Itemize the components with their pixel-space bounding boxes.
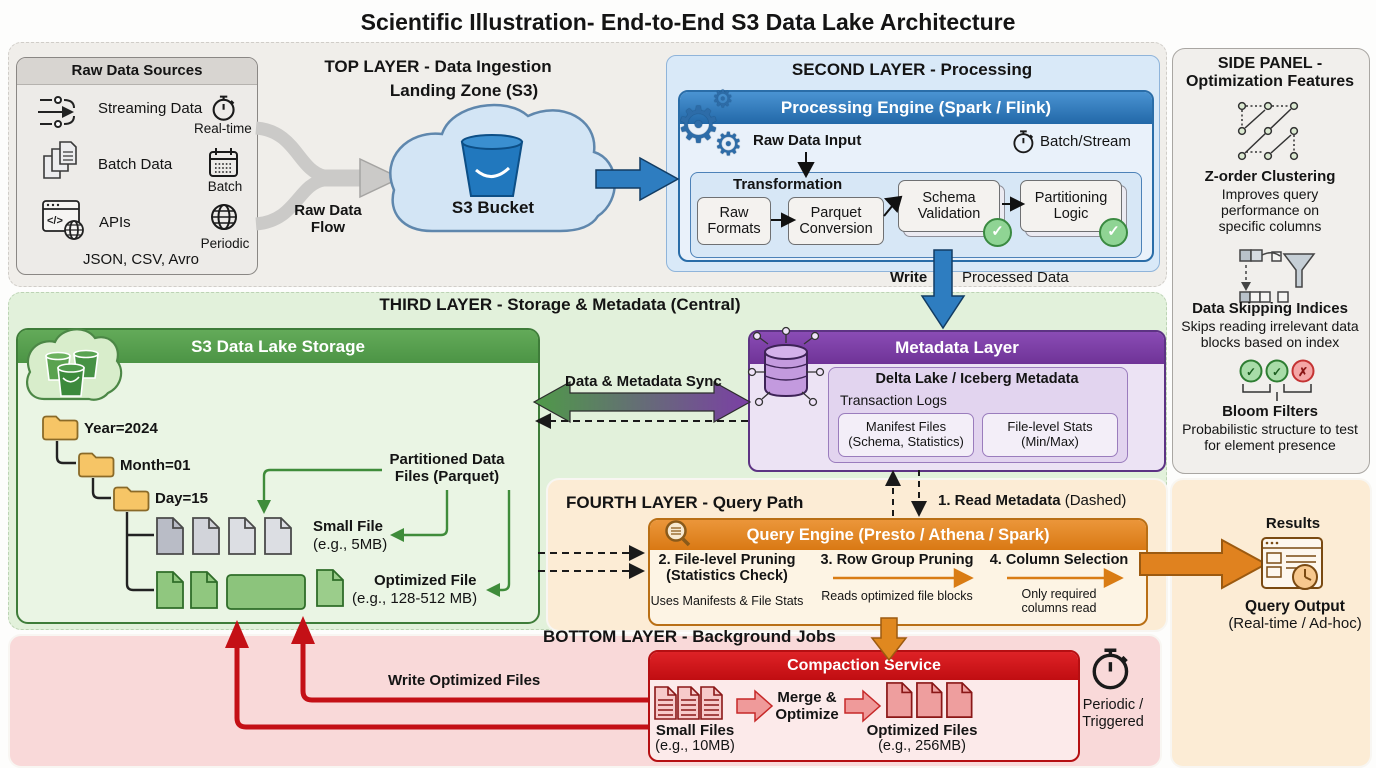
second-layer-heading: SECOND LAYER - Processing: [791, 60, 1033, 79]
results-label: Results: [1265, 515, 1321, 532]
qstep2-title: 3. Row Group Pruning: [820, 552, 974, 568]
zorder-name: Z-order Clustering: [1204, 168, 1336, 185]
streaming-data-label: Streaming Data: [98, 100, 203, 117]
side-panel-heading-2: Optimization Features: [1185, 73, 1355, 90]
third-layer-heading: THIRD LAYER - Storage & Metadata (Centra…: [379, 295, 741, 314]
gear-top-icon: ⚙: [712, 86, 734, 113]
partition-year-label: Year=2024: [84, 420, 158, 437]
compaction-optimized-size: (e.g., 256MB): [878, 738, 966, 754]
manifest-files-chip: Manifest Files (Schema, Statistics): [838, 413, 974, 457]
qstep1-subtitle: (Statistics Check): [666, 568, 788, 584]
compaction-optimized-label: Optimized Files: [866, 722, 978, 739]
bloom-desc: Probabilistic structure to test for elem…: [1182, 421, 1358, 454]
skip-name: Data Skipping Indices: [1192, 300, 1348, 317]
compaction-small-files-label: Small Files: [655, 722, 735, 739]
raw-formats-chip: Raw Formats: [697, 197, 771, 245]
zorder-desc: Improves query performance on specific c…: [1218, 186, 1322, 235]
realtime-label: Real-time: [194, 121, 252, 136]
qstep3-note: Only required columns read: [1021, 587, 1097, 616]
file-stats-chip: File-level Stats (Min/Max): [982, 413, 1118, 457]
query-output-note: (Real-time / Ad-hoc): [1228, 615, 1362, 632]
qstep2-note: Reads optimized file blocks: [821, 589, 973, 603]
metadata-layer-header: Metadata Layer: [750, 332, 1164, 364]
batch-label: Batch: [207, 179, 243, 194]
top-layer-heading-1: TOP LAYER - Data Ingestion: [324, 57, 552, 76]
bottom-layer-heading: BOTTOM LAYER - Background Jobs: [543, 627, 836, 646]
periodic-label: Periodic: [200, 236, 250, 251]
page-title: Scientific Illustration- End-to-End S3 D…: [360, 9, 1016, 35]
transaction-logs-label: Transaction Logs: [840, 392, 947, 408]
compaction-service-header: Compaction Service: [650, 652, 1078, 680]
skip-desc: Skips reading irrelevant data blocks bas…: [1181, 318, 1359, 351]
partitioning-check-icon: ✓: [1099, 218, 1128, 247]
small-file-size: (e.g., 5MB): [313, 536, 388, 553]
optimized-file-size: (e.g., 128-512 MB): [352, 590, 478, 607]
formats-label: JSON, CSV, Avro: [83, 251, 199, 268]
query-output-label: Query Output: [1245, 598, 1345, 615]
write-label: Write: [890, 269, 928, 286]
parquet-conversion-chip: Parquet Conversion: [788, 197, 884, 245]
partitioned-files-label: Partitioned Data Files (Parquet): [382, 451, 512, 486]
processing-engine-header: Processing Engine (Spark / Flink): [680, 92, 1152, 124]
processed-data-label: Processed Data: [962, 269, 1069, 286]
sync-label: Data & Metadata Sync: [565, 373, 722, 390]
query-engine-header: Query Engine (Presto / Athena / Spark): [650, 520, 1146, 550]
qstep3-title: 4. Column Selection: [989, 552, 1129, 568]
s3-storage-header: S3 Data Lake Storage: [18, 330, 538, 363]
gear-small-icon: ⚙: [714, 126, 743, 162]
merge-optimize-label: Merge & Optimize: [775, 689, 839, 724]
bloom-name: Bloom Filters: [1222, 403, 1318, 420]
read-metadata-label: 1. Read Metadata (Dashed): [938, 492, 1127, 509]
optimized-file-label: Optimized File: [374, 572, 477, 589]
batch-data-label: Batch Data: [98, 156, 173, 173]
transformation-label: Transformation: [733, 176, 843, 193]
batch-stream-label: Batch/Stream: [1040, 133, 1131, 150]
partitioning-logic-chip: Partitioning Logic: [1020, 180, 1122, 232]
schema-check-icon: ✓: [983, 218, 1012, 247]
query-engine-box: Query Engine (Presto / Athena / Spark): [648, 518, 1148, 626]
compaction-small-files-size: (e.g., 10MB): [655, 738, 735, 754]
raw-data-input-label: Raw Data Input: [753, 132, 862, 149]
top-layer-heading-2: Landing Zone (S3): [389, 81, 539, 100]
trigger-label: Periodic / Triggered: [1082, 697, 1144, 730]
fourth-layer-heading: FOURTH LAYER - Query Path: [566, 493, 804, 512]
apis-label: APIs: [99, 214, 131, 231]
side-panel-heading-1: SIDE PANEL -: [1217, 55, 1323, 72]
write-optimized-files-label: Write Optimized Files: [388, 672, 541, 689]
raw-data-sources-header: Raw Data Sources: [17, 58, 257, 85]
partition-day-label: Day=15: [155, 490, 208, 507]
gears-icon: ⚙: [676, 97, 721, 153]
raw-data-flow-label: Raw Data Flow: [294, 202, 362, 237]
delta-iceberg-label: Delta Lake / Iceberg Metadata: [875, 371, 1079, 387]
qstep1-note: Uses Manifests & File Stats: [650, 594, 804, 608]
partition-month-label: Month=01: [120, 457, 191, 474]
qstep1-title: 2. File-level Pruning: [658, 552, 796, 568]
results-panel: [1170, 478, 1372, 768]
s3-bucket-label: S3 Bucket: [451, 198, 535, 217]
small-file-label: Small File: [313, 518, 384, 535]
